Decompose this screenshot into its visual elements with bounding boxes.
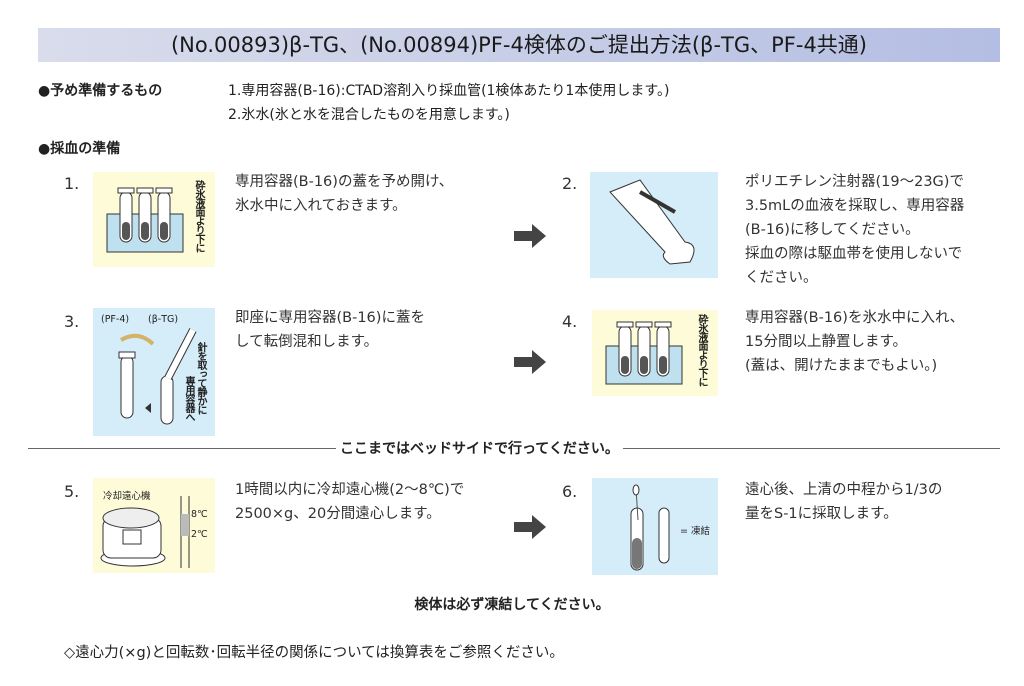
test-tubes-in-ice-icon (605, 321, 683, 385)
step-line: 15分間以上静置します。 (745, 334, 907, 350)
step-line: 量をS-1に採取します。 (745, 506, 898, 522)
temperature-label: 2℃ (191, 529, 208, 540)
step-number: 1. (64, 174, 80, 193)
step-line: ください。 (745, 270, 818, 286)
image-label: 冷却遠心機 (103, 491, 151, 502)
step-text: 遠心後、上清の中程から1/3の 量をS-1に採取します。 (745, 478, 942, 526)
right-arrow-icon (514, 515, 546, 539)
step-number: 4. (562, 312, 578, 331)
image-label: = 凍結 (680, 526, 710, 537)
preparation-item: 2.氷水(氷と水を混合したものを用意します。) (228, 107, 510, 123)
step-line: 3.5mLの血液を採取し、専用容器 (745, 198, 965, 214)
blood-draw-illustration (590, 172, 718, 278)
image-label: (β-TG) (148, 314, 179, 325)
step-line: して転倒混和します。 (235, 334, 379, 350)
image-label: 砕氷液面より下に (193, 180, 204, 252)
step-text: 1時間以内に冷却遠心機(2〜8℃)で 2500×g、20分間遠心します。 (235, 478, 464, 526)
image-label: 専用容器へ (183, 376, 194, 421)
step-line: 専用容器(B-16)の蓋を予め開け、 (235, 174, 454, 190)
step-text: 専用容器(B-16)の蓋を予め開け、 氷水中に入れておきます。 (235, 170, 453, 218)
mixing-illustration: (PF-4) (β-TG) 針を取って静かに 専用容器へ (93, 308, 215, 436)
right-arrow-icon (514, 350, 546, 374)
image-label: (PF-4) (101, 314, 130, 325)
preparation-heading: ●予め準備するもの (38, 83, 163, 99)
step-line: 1時間以内に冷却遠心機(2〜8℃)で (235, 482, 465, 498)
supernatant-illustration: = 凍結 (592, 478, 718, 575)
step-line: 採血の際は駆血帯を使用しないで (745, 246, 963, 262)
preparation-item: 1.専用容器(B-16):CTAD溶剤入り採血管(1検体あたり1本使用します。) (228, 83, 670, 99)
step-line: 遠心後、上清の中程から1/3の (745, 482, 943, 498)
ice-bath-illustration: 砕氷液面より下に (93, 172, 215, 267)
centrifuge-icon (100, 496, 190, 568)
arm-syringe-icon (609, 179, 695, 265)
step-text: 専用容器(B-16)を氷水中に入れ、 15分間以上静置します。 (蓋は、開けたま… (745, 306, 964, 378)
step-line: 即座に専用容器(B-16)に蓋を (235, 310, 425, 326)
image-label: 針を取って静かに (195, 342, 206, 414)
step-line: 専用容器(B-16)を氷水中に入れ、 (745, 310, 965, 326)
step-number: 2. (562, 174, 578, 193)
pipette-tubes-icon (630, 484, 670, 571)
centrifuge-illustration: 冷却遠心機 8℃ 2℃ (93, 478, 215, 573)
tube-inversion-icon (118, 328, 197, 425)
right-arrow-icon (514, 224, 546, 248)
step-number: 3. (64, 312, 80, 331)
step-text: ポリエチレン注射器(19〜23G)で 3.5mLの血液を採取し、専用容器 (B-… (745, 170, 964, 290)
collection-heading: ●採血の準備 (38, 141, 121, 157)
step-number: 5. (64, 482, 80, 501)
step-text: 即座に専用容器(B-16)に蓋を して転倒混和します。 (235, 306, 425, 354)
bedside-note: ここまではベッドサイドで行ってください。 (336, 438, 623, 458)
step-line: (B-16)に移してください。 (745, 222, 920, 238)
step-line: 氷水中に入れておきます。 (235, 198, 407, 214)
page-title: (No.00893)β-TG、(No.00894)PF-4検体のご提出方法(β-… (38, 28, 1000, 62)
image-label: 砕氷液面より下に (696, 314, 707, 386)
ice-bath-illustration: 砕氷液面より下に (592, 310, 718, 396)
step-number: 6. (562, 482, 578, 501)
footnote: ◇遠心力(×g)と回転数･回転半径の関係については換算表をご参照ください。 (64, 645, 564, 661)
step-line: (蓋は、開けたままでもよい。) (745, 358, 938, 374)
test-tubes-in-ice-icon (106, 187, 184, 253)
step-line: ポリエチレン注射器(19〜23G)で (745, 174, 964, 190)
temperature-label: 8℃ (191, 509, 208, 520)
freeze-note: 検体は必ず凍結してください。 (414, 597, 610, 613)
step-line: 2500×g、20分間遠心します。 (235, 506, 441, 522)
